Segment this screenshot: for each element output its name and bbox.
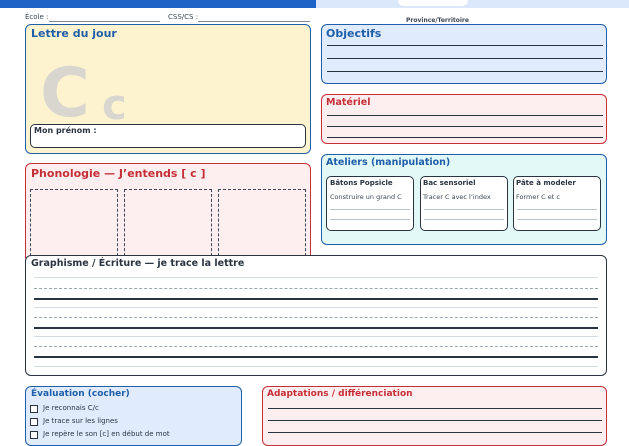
adaptations-line[interactable] [268, 432, 602, 433]
phonologie-panel [25, 163, 311, 263]
atelier-title: Bâtons Popsicle [330, 179, 393, 187]
objectifs-line[interactable] [327, 71, 603, 72]
ateliers-title: Ateliers (manipulation) [326, 157, 451, 168]
ecole-field[interactable] [49, 21, 160, 22]
writing-line[interactable] [34, 336, 598, 337]
prenom-label: Mon prénom : [34, 126, 97, 135]
writing-guide-line [34, 288, 598, 289]
objectifs-title: Objectifs [326, 27, 382, 40]
atelier-line[interactable] [424, 219, 504, 220]
graphisme-title: Graphisme / Écriture — je trace la lettr… [31, 258, 245, 269]
evaluation-checkbox[interactable] [30, 405, 38, 413]
top-bar-right [316, 0, 629, 8]
evaluation-checkbox[interactable] [30, 418, 38, 426]
atelier-line[interactable] [517, 209, 597, 210]
materiel-panel [321, 94, 607, 144]
writing-baseline[interactable] [34, 298, 598, 300]
materiel-line[interactable] [327, 126, 603, 127]
materiel-line[interactable] [327, 115, 603, 116]
graphisme-panel [25, 255, 607, 376]
evaluation-checkbox[interactable] [30, 431, 38, 439]
prenom-box[interactable] [30, 124, 306, 148]
atelier-title: Pâte à modeler [516, 179, 576, 187]
province-label: Province/Territoire [406, 17, 469, 24]
phonologie-title: Phonologie — J’entends [ c ] [31, 167, 206, 180]
atelier-card [420, 176, 508, 231]
atelier-line[interactable] [424, 209, 504, 210]
atelier-card [513, 176, 601, 231]
adaptations-title: Adaptations / différenciation [267, 389, 413, 399]
objectifs-line[interactable] [327, 45, 603, 46]
writing-baseline[interactable] [34, 356, 598, 358]
objectifs-panel [321, 24, 607, 84]
materiel-line[interactable] [327, 137, 603, 138]
lettre-title: Lettre du jour [31, 27, 117, 40]
writing-line[interactable] [34, 366, 598, 367]
evaluation-panel [25, 386, 242, 446]
adaptations-line[interactable] [268, 408, 602, 409]
phonologie-image-box[interactable] [218, 189, 306, 261]
atelier-text: Tracer C avec l’index [423, 193, 491, 201]
evaluation-item-label: Je repère le son [c] en début de mot [43, 430, 170, 438]
adaptations-line[interactable] [268, 420, 602, 421]
atelier-title: Bac sensoriel [423, 179, 476, 187]
phonologie-image-box[interactable] [30, 189, 118, 261]
atelier-line[interactable] [517, 219, 597, 220]
evaluation-title: Évaluation (cocher) [31, 389, 130, 399]
evaluation-item-label: Je trace sur les lignes [43, 417, 118, 425]
evaluation-item-label: Je reconnais C/c [43, 404, 99, 412]
big-letter-upper: C [40, 54, 90, 133]
css-label: CSS/CS : [168, 13, 199, 21]
writing-guide-line [34, 346, 598, 347]
ecole-label: École : [25, 13, 49, 21]
objectifs-line[interactable] [327, 58, 603, 59]
adaptations-panel [262, 386, 607, 446]
materiel-title: Matériel [326, 97, 371, 108]
top-bar [0, 0, 316, 8]
atelier-card [326, 176, 414, 231]
css-field[interactable] [198, 21, 310, 22]
atelier-text: Former C et c [516, 193, 560, 201]
writing-line[interactable] [34, 307, 598, 308]
phonologie-image-box[interactable] [124, 189, 212, 261]
top-bar-tab [398, 0, 468, 6]
atelier-text: Construire un grand C [330, 193, 402, 201]
atelier-line[interactable] [330, 209, 410, 210]
atelier-line[interactable] [330, 219, 410, 220]
writing-guide-line [34, 317, 598, 318]
writing-line[interactable] [34, 277, 598, 278]
big-letter-lower: c [102, 80, 127, 129]
writing-baseline[interactable] [34, 327, 598, 329]
